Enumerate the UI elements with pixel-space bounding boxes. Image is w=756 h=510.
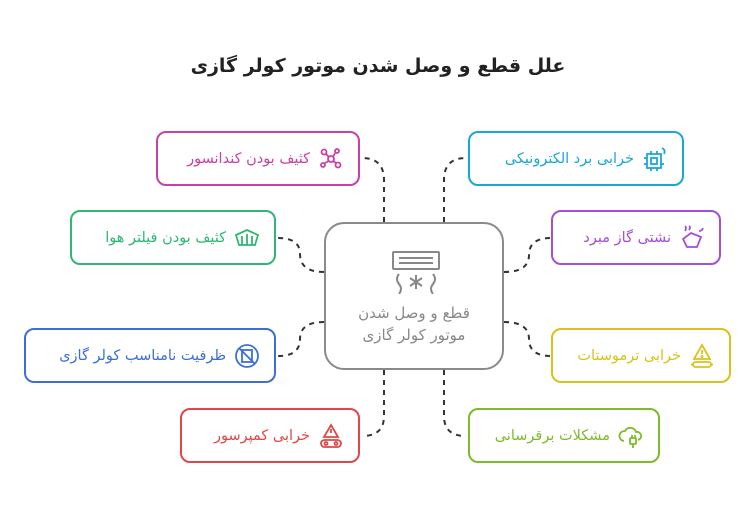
node-capacity: ظرفیت نامناسب کولر گازی xyxy=(24,328,276,383)
air-conditioner-icon xyxy=(392,251,440,294)
connector-capacity xyxy=(277,321,325,357)
node-condenser-label: کثیف بودن کندانسور xyxy=(187,150,310,167)
node-condenser: کثیف بودن کندانسور xyxy=(156,131,360,186)
center-label-line2: موتور کولر گازی xyxy=(362,326,466,344)
connector-gas xyxy=(503,237,552,273)
dirty-particles-icon xyxy=(320,147,342,168)
connector-filter xyxy=(277,237,325,273)
gas-leak-icon xyxy=(681,224,704,248)
diagram-title: علل قطع و وصل شدن موتور کولر گازی xyxy=(190,55,566,77)
connector-condenser xyxy=(361,157,385,222)
no-fit-icon xyxy=(235,343,259,368)
node-capacity-label: ظرفیت نامناسب کولر گازی xyxy=(59,347,226,364)
node-gas-label: نشتی گاز مبرد xyxy=(583,229,671,246)
center-label: قطع و وصل شدن موتور کولر گازی xyxy=(334,302,494,346)
connector-power xyxy=(443,370,467,437)
node-filter: کثیف بودن فیلتر هوا xyxy=(70,210,276,265)
connector-thermostat xyxy=(503,321,552,357)
node-gas: نشتی گاز مبرد xyxy=(551,210,721,265)
center-node: قطع و وصل شدن موتور کولر گازی xyxy=(324,222,504,370)
node-power: مشکلات برقرسانی xyxy=(468,408,660,463)
node-thermostat-label: خرابی ترموستات xyxy=(577,347,681,364)
node-filter-label: کثیف بودن فیلتر هوا xyxy=(105,229,226,246)
thermostat-warning-icon xyxy=(691,342,713,368)
power-plug-cloud-icon xyxy=(618,426,642,448)
connector-board xyxy=(443,157,467,222)
compressor-warning-icon xyxy=(320,422,342,448)
node-compressor-label: خرابی کمپرسور xyxy=(213,427,310,444)
node-thermostat: خرابی ترموستات xyxy=(551,328,731,383)
node-board-label: خرابی برد الکترونیکی xyxy=(504,150,634,167)
node-compressor: خرابی کمپرسور xyxy=(180,408,360,463)
node-board: خرابی برد الکترونیکی xyxy=(468,131,684,186)
air-filter-icon xyxy=(234,228,260,246)
circuit-chip-icon xyxy=(644,146,666,171)
node-power-label: مشکلات برقرسانی xyxy=(494,427,610,444)
center-label-line1: قطع و وصل شدن xyxy=(358,304,470,322)
connector-compressor xyxy=(361,370,385,437)
